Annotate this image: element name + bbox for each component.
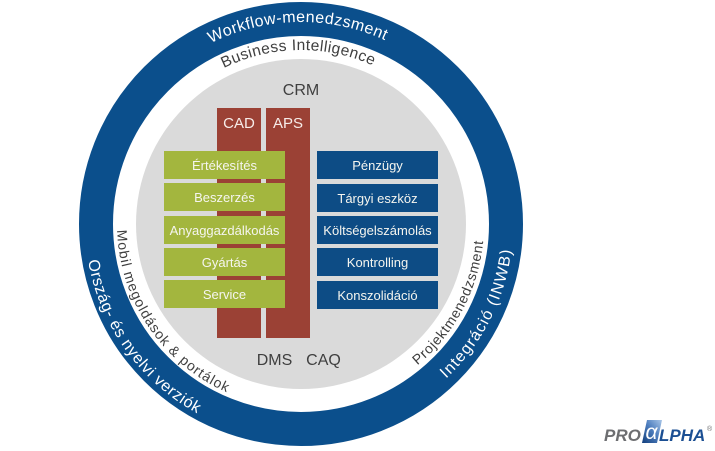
module-box-controlling [317, 248, 438, 276]
module-label-materials: Anyaggazdálkodás [170, 223, 280, 238]
logo-prefix: PRO [604, 426, 641, 445]
logo-alpha-symbol: α [646, 421, 659, 444]
module-box-purchasing [164, 183, 285, 211]
module-label-cost-accounting: Költségelszámolás [323, 223, 432, 238]
dms-label: DMS [257, 352, 293, 369]
proalpha-logo: PRO α LPHA ® [604, 420, 713, 445]
module-label-consolidation: Konszolidáció [337, 288, 417, 303]
module-box-sales [164, 151, 285, 179]
aps-label: APS [273, 115, 303, 132]
module-label-fixed-assets: Tárgyi eszköz [337, 191, 417, 206]
caq-label: CAQ [306, 352, 341, 369]
module-box-materials [164, 216, 285, 244]
module-box-service [164, 280, 285, 308]
module-label-purchasing: Beszerzés [194, 190, 255, 205]
module-label-production: Gyártás [202, 255, 248, 270]
outer-ring [79, 2, 523, 446]
module-box-finance [317, 151, 438, 179]
alpha-badge-icon [642, 420, 662, 443]
trademark-icon: ® [707, 425, 713, 433]
module-label-controlling: Kontrolling [347, 255, 408, 270]
module-box-consolidation [317, 281, 438, 309]
module-box-fixed-assets [317, 184, 438, 212]
module-label-finance: Pénzügy [352, 158, 403, 173]
module-box-production [164, 248, 285, 276]
cad-label: CAD [223, 115, 255, 132]
crm-label: CRM [283, 82, 319, 99]
finance-modules: Pénzügy Tárgyi eszköz Költségelszámolás … [317, 151, 438, 309]
module-label-service: Service [203, 287, 246, 302]
module-box-cost-accounting [317, 216, 438, 244]
logo-suffix: LPHA [659, 426, 705, 445]
logistics-modules: Értékesítés Beszerzés Anyaggazdálkodás G… [164, 151, 285, 308]
module-label-sales: Értékesítés [192, 158, 258, 173]
